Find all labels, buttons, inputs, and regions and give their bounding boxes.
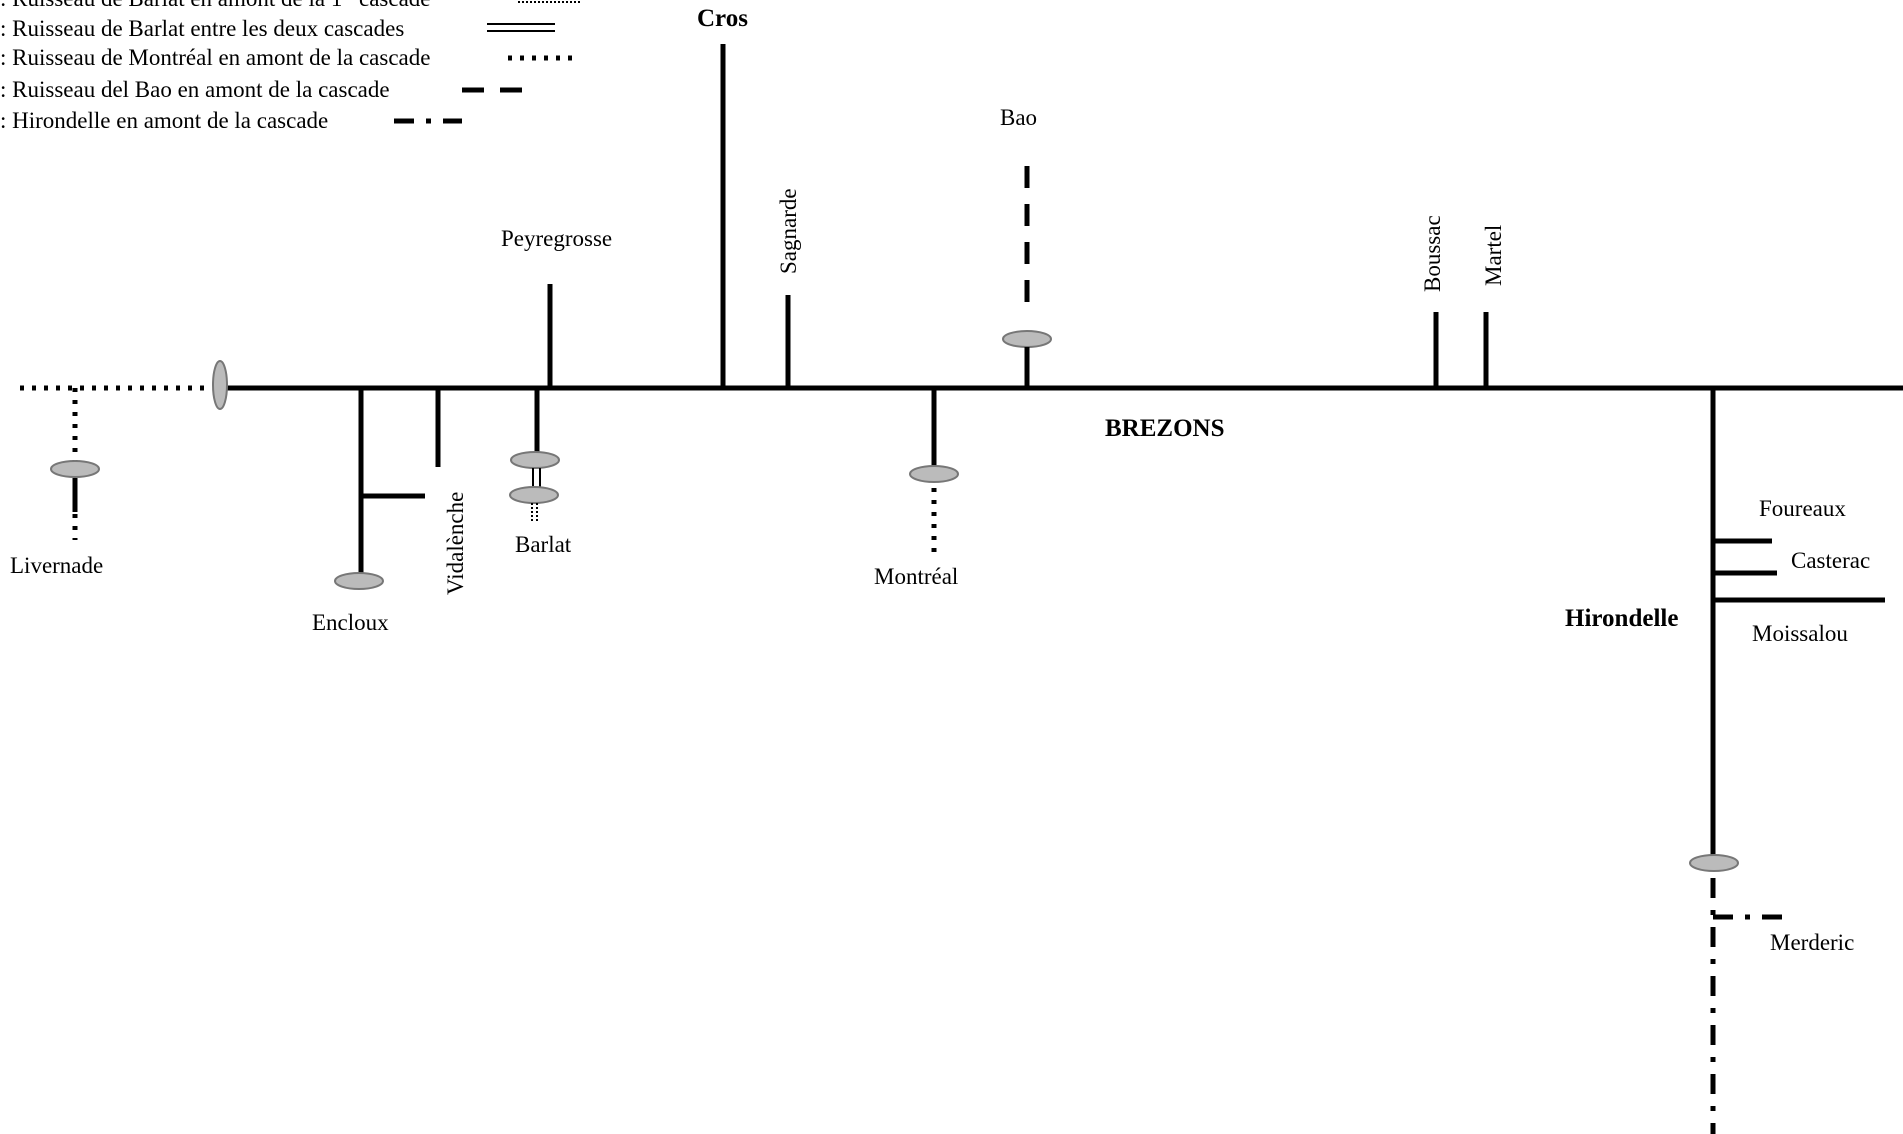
label-bao: Bao bbox=[1000, 105, 1037, 130]
label-boussac: Boussac bbox=[1420, 215, 1445, 292]
waterfall-barlat-lower bbox=[510, 451, 560, 469]
waterfall-bao bbox=[1002, 330, 1052, 348]
legend: : Ruisseau de Barlat en amont de la 1re … bbox=[0, 0, 582, 133]
waterfall-barlat-upper bbox=[509, 486, 559, 504]
label-hirondelle: Hirondelle bbox=[1565, 605, 1678, 632]
waterfall-encloux bbox=[334, 572, 384, 590]
label-merderic: Merderic bbox=[1770, 930, 1854, 955]
waterfall-hirondelle bbox=[1689, 854, 1739, 872]
label-encloux: Encloux bbox=[312, 610, 389, 635]
waterfall-livernade bbox=[50, 460, 100, 478]
label-vidalenche: Vidalènche bbox=[443, 492, 468, 595]
waterfall-main-upstream bbox=[212, 360, 228, 410]
label-sagnarde: Sagnarde bbox=[776, 188, 801, 274]
label-cros: Cros bbox=[697, 5, 748, 32]
legend-item-barlat-between: : Ruisseau de Barlat entre les deux casc… bbox=[0, 16, 404, 41]
legend-item-bao: : Ruisseau del Bao en amont de la cascad… bbox=[0, 77, 390, 102]
label-peyregrosse: Peyregrosse bbox=[501, 226, 612, 251]
label-montreal: Montréal bbox=[874, 564, 958, 589]
legend-item-hirondelle: : Hirondelle en amont de la cascade bbox=[0, 108, 328, 133]
label-casterac: Casterac bbox=[1791, 548, 1870, 573]
legend-item-montreal: : Ruisseau de Montréal en amont de la ca… bbox=[0, 45, 430, 70]
label-moissalou: Moissalou bbox=[1752, 621, 1848, 646]
label-barlat: Barlat bbox=[515, 532, 572, 557]
label-livernade: Livernade bbox=[10, 553, 103, 578]
label-martel: Martel bbox=[1481, 225, 1506, 286]
label-brezons: BREZONS bbox=[1105, 415, 1224, 442]
label-foureaux: Foureaux bbox=[1759, 496, 1846, 521]
waterfall-montreal bbox=[909, 465, 959, 483]
legend-item-barlat-upstream: : Ruisseau de Barlat en amont de la 1re … bbox=[0, 0, 431, 11]
